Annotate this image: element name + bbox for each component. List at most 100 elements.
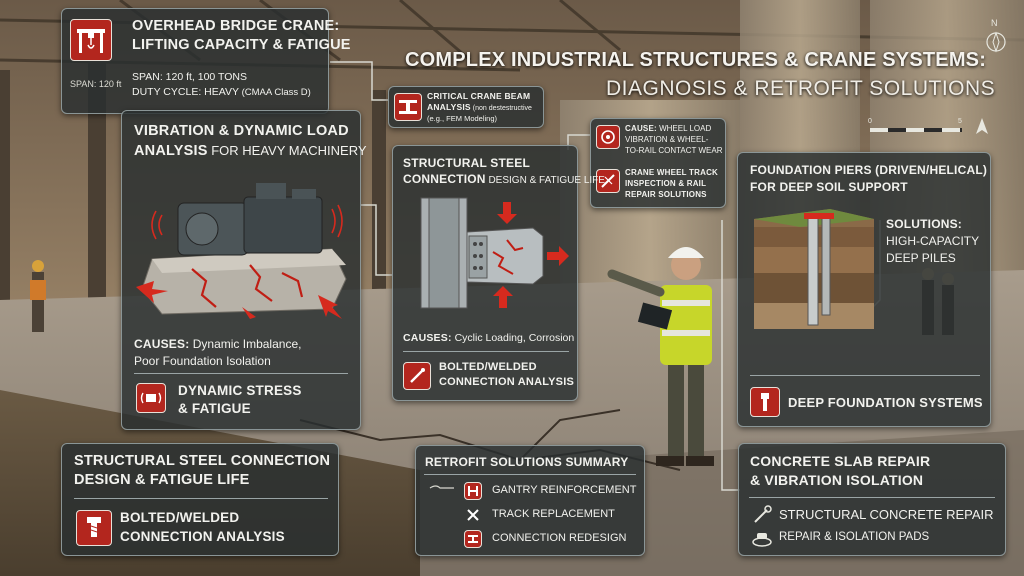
vibration-divider [134, 373, 348, 374]
vibration-result-line1: DYNAMIC STRESS [178, 383, 302, 398]
slab-title-line2: & VIBRATION ISOLATION [750, 472, 924, 488]
bolt-icon-box [76, 510, 112, 546]
rail-track-icon [601, 174, 615, 188]
slab-item-2: REPAIR & ISOLATION PADS [779, 531, 930, 543]
main-title-line2: DIAGNOSIS & RETROFIT SOLUTIONS [606, 77, 996, 100]
tools-icon-box [464, 506, 482, 524]
vibration-heavy-machinery: FOR HEAVY MACHINERY [207, 143, 367, 158]
foundation-title-line1: FOUNDATION PIERS (DRIVEN/HELICAL) [750, 163, 988, 177]
steel-bottom-title-line2: DESIGN & FATIGUE LIFE [74, 472, 250, 488]
wheel-icon-box [596, 125, 620, 149]
scale-end: 5 [958, 118, 962, 125]
connection-design-fatigue: DESIGN & FATIGUE LIFE [485, 175, 605, 186]
crane-duty-cycle: DUTY CYCLE: HEAVY [132, 86, 239, 98]
gantry-icon [468, 486, 478, 496]
scale-start: 0 [868, 118, 872, 125]
wheel-solution-line3: REPAIR SOLUTIONS [625, 190, 707, 199]
bolt-icon [87, 517, 101, 537]
dynamic-stress-icon [140, 392, 162, 404]
vibration-causes-line1: CAUSES: Dynamic Imbalance, [134, 337, 301, 351]
slab-divider [749, 497, 995, 498]
compass-icon: N [984, 18, 1008, 53]
retrofit-item-3: CONNECTION REDESIGN [492, 532, 627, 544]
steel-connection-illustration [420, 197, 569, 309]
crane-beam-title-line2: ANALYSIS (non destestructive [427, 102, 532, 112]
crane-beam-panel: CRITICAL CRANE BEAM ANALYSIS (non destes… [388, 86, 544, 128]
crane-beam-note2: (e.g., FEM Modeling) [427, 114, 498, 123]
foundation-divider [750, 375, 980, 376]
heavy-machinery-illustration [136, 183, 347, 319]
foundation-title-line2: FOR DEEP SOIL SUPPORT [750, 180, 908, 194]
weld-icon-box [403, 362, 431, 390]
vibration-causes-text2: Poor Foundation Isolation [134, 354, 271, 368]
steel-bottom-result-line1: BOLTED/WELDED [120, 510, 240, 525]
crane-panel: SPAN: 120 ft OVERHEAD BRIDGE CRANE: LIFT… [61, 8, 350, 114]
wheel-cause-text1: WHEEL LOAD [656, 124, 712, 133]
stress-icon-box [136, 383, 166, 413]
connection-result-line2: CONNECTION ANALYSIS [439, 376, 574, 388]
steel-connection-panel-bottom: STRUCTURAL STEEL CONNECTION DESIGN & FAT… [61, 443, 339, 556]
connection-divider [403, 351, 569, 352]
connection-result-line1: BOLTED/WELDED [439, 361, 537, 373]
crane-icon-box [70, 19, 112, 61]
slab-repair-panel: CONCRETE SLAB REPAIR & VIBRATION ISOLATI… [738, 443, 1006, 556]
retrofit-item-2: TRACK REPLACEMENT [492, 508, 615, 520]
retrofit-bracket [429, 485, 454, 489]
gantry-icon-box [464, 482, 482, 500]
crane-span-label: SPAN: 120 ft [70, 79, 122, 89]
trowel-icon [754, 505, 772, 523]
pile-driver-icon [761, 393, 769, 411]
connection-connection: CONNECTION [403, 172, 486, 186]
wheel-load-icon [601, 130, 615, 144]
foundation-result: DEEP FOUNDATION SYSTEMS [788, 395, 983, 410]
compass-north-label: N [991, 18, 998, 28]
wheel-cause-label: CAUSE: [625, 124, 657, 133]
crane-spec-line2: DUTY CYCLE: HEAVY (CMAA Class D) [132, 86, 311, 98]
foundation-solutions-line1: HIGH-CAPACITY [886, 234, 980, 248]
vibration-title-line1: VIBRATION & DYNAMIC LOAD [134, 123, 349, 139]
wheel-cause-text2: VIBRATION & WHEEL- [625, 135, 709, 144]
vibration-title-line2: ANALYSIS FOR HEAVY MACHINERY [134, 143, 367, 159]
foundation-solutions-label: SOLUTIONS: [886, 217, 962, 231]
welding-icon [410, 368, 425, 383]
connection-causes-text: Cyclic Loading, Corrosion [451, 332, 575, 344]
beam-icon-box [394, 93, 422, 121]
pile-icon-box [750, 387, 780, 417]
foundation-panel: FOUNDATION PIERS (DRIVEN/HELICAL) FOR DE… [737, 152, 991, 427]
vibration-causes-label: CAUSES: [134, 337, 190, 351]
rail-icon-box [596, 169, 620, 193]
vibration-result-line2: & FATIGUE [178, 401, 251, 416]
steel-bottom-title-line1: STRUCTURAL STEEL CONNECTION [74, 453, 331, 469]
vibration-panel: VIBRATION & DYNAMIC LOAD ANALYSIS FOR HE… [121, 110, 367, 430]
connection-panel: STRUCTURAL STEEL CONNECTION DESIGN & FAT… [392, 145, 605, 401]
crane-title-line2: LIFTING CAPACITY & FATIGUE [132, 37, 351, 53]
wheel-solution-line2: INSPECTION & RAIL [625, 179, 707, 188]
tools-icon [467, 509, 479, 521]
wheel-cause-text3: TO-RAIL CONTACT WEAR [625, 146, 723, 155]
connection-title-line1: STRUCTURAL STEEL [403, 156, 530, 170]
isolation-pad-icon [752, 533, 772, 547]
scale-bar: 0 5 [868, 118, 988, 138]
wheel-panel: CAUSE: WHEEL LOAD VIBRATION & WHEEL- TO-… [590, 118, 726, 208]
i-beam-icon [399, 100, 417, 114]
retrofit-title: RETROFIT SOLUTIONS SUMMARY [425, 455, 629, 469]
redesign-icon [468, 535, 478, 543]
wheel-solution-line1: CRANE WHEEL TRACK [625, 168, 719, 177]
wheel-cause-line1: CAUSE: WHEEL LOAD [625, 124, 711, 133]
crane-beam-note1: (non destestructive [470, 105, 532, 112]
crane-title-line1: OVERHEAD BRIDGE CRANE: [132, 18, 340, 34]
bridge-crane-icon [77, 29, 105, 53]
foundation-solutions-line2: DEEP PILES [886, 251, 956, 265]
connection-causes: CAUSES: Cyclic Loading, Corrosion [403, 332, 574, 344]
crane-beam-title-line1: CRITICAL CRANE BEAM [427, 91, 531, 101]
deep-pile-illustration [754, 209, 874, 329]
redesign-icon-box [464, 530, 482, 548]
retrofit-item-1: GANTRY REINFORCEMENT [492, 484, 637, 496]
slab-title-line1: CONCRETE SLAB REPAIR [750, 453, 931, 469]
retrofit-divider [424, 474, 636, 475]
crane-spec-line1: SPAN: 120 ft, 100 TONS [132, 71, 247, 83]
steel-bottom-divider [74, 498, 328, 499]
crane-duty-class: (CMAA Class D) [238, 87, 311, 98]
vibration-analysis: ANALYSIS [134, 143, 208, 159]
crane-beam-analysis: ANALYSIS [427, 102, 471, 112]
